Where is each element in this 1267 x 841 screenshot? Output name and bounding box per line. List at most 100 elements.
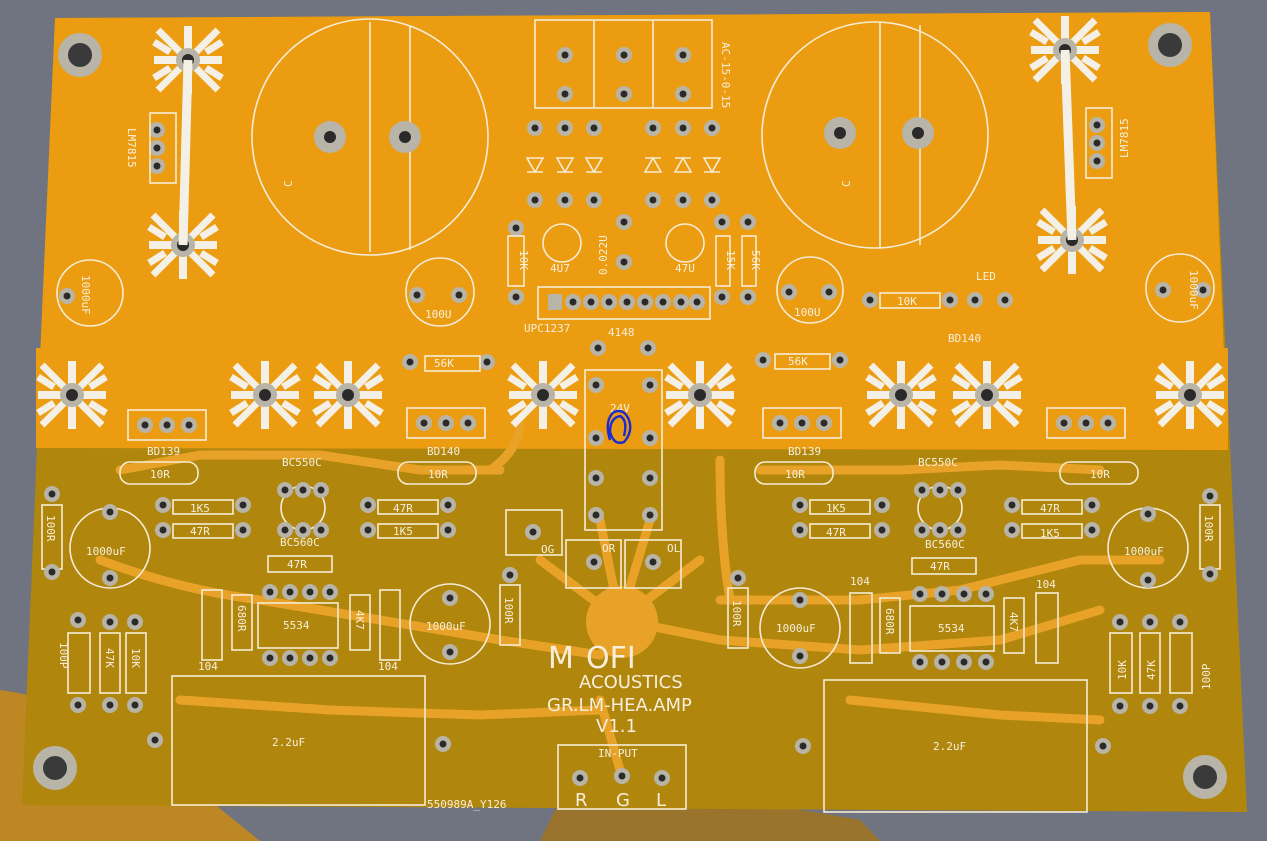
bd139-label-right: BD139 — [788, 445, 821, 458]
bd140-label-right-top: BD140 — [948, 332, 981, 345]
input-l-label: L — [656, 790, 666, 811]
resistor-47r-label-c: 47R — [287, 558, 307, 571]
resistor-100r-label-mid-left: 100R — [502, 597, 515, 624]
resistor-100r-label-right: 100R — [1202, 515, 1215, 542]
heatsink-pad-icon — [953, 361, 1021, 429]
input-header-label: IN-PUT — [598, 747, 638, 760]
ic-5534-label-left: 5534 — [283, 619, 310, 632]
resistor-47r-label-b: 47R — [393, 502, 413, 515]
cap-1000uf-label-bl: 1000uF — [86, 545, 126, 558]
resistor-1k5-label-b: 1K5 — [393, 525, 413, 538]
resistor-47r-label-d: 47R — [826, 526, 846, 539]
output-ol-label: OL — [667, 542, 681, 555]
upc1237-pins — [548, 294, 705, 310]
cap-47u-label: 47U — [675, 262, 695, 275]
mounting-hole-icon — [58, 33, 102, 77]
board-name: GR.LM-HEA.AMP — [547, 695, 692, 716]
cap-100p-label-right: 100P — [1200, 663, 1213, 690]
cap-100u-label-right: 100U — [794, 306, 821, 319]
board-version: V1.1 — [596, 716, 637, 737]
brand-ofi: OFI — [586, 641, 636, 676]
resistor-1k5-label-c: 1K5 — [826, 502, 846, 515]
cap-104-label-c: 104 — [850, 575, 870, 588]
branding: M OFI ACOUSTICS GR.LM-HEA.AMP V1.1 IN-PU… — [427, 641, 692, 811]
resistor-1k5-label-d: 1K5 — [1040, 527, 1060, 540]
resistor-4k7-label-left: 4K7 — [353, 610, 366, 630]
relay-footprint — [584, 369, 663, 531]
cap-1000u-label-left: 1000uF — [79, 275, 92, 315]
cap-1000uf-label-br: 1000uF — [1124, 545, 1164, 558]
resistor-47k-label-right: 47K — [1145, 660, 1158, 680]
ac-connector — [534, 19, 713, 109]
heatsink-pad-icon — [1156, 361, 1224, 429]
led-label: LED — [976, 270, 996, 283]
resistor-100r-label-left: 100R — [44, 515, 57, 542]
resistor-680r-label-left: 680R — [235, 605, 248, 632]
resistor-10k-led-label: 10K — [897, 295, 917, 308]
cap-100p-label-left: 100P — [57, 642, 70, 669]
cap-104-label-a: 104 — [198, 660, 218, 673]
resistor-56k-label-left: 56K — [434, 357, 454, 370]
mounting-hole-icon — [33, 746, 77, 790]
resistor-10r-label-b: 10R — [428, 468, 448, 481]
board-serial: 550989A_Y126 — [427, 798, 506, 811]
heatsink-pad-icon — [666, 361, 734, 429]
scribble-mark-icon — [606, 409, 632, 445]
cap-104-label-b: 104 — [378, 660, 398, 673]
brand-m: M — [548, 641, 574, 676]
mounting-hole-icon — [1183, 755, 1227, 799]
resistor-47k-label-left: 47K — [103, 648, 116, 668]
bc560c-label-right: BC560C — [925, 538, 965, 551]
bd140-label-left: BD140 — [427, 445, 460, 458]
resistor-47r-label-a: 47R — [190, 525, 210, 538]
cap-22uf-label-right: 2.2uF — [933, 740, 966, 753]
bd139-label-left: BD139 — [147, 445, 180, 458]
resistor-10k-label-bl: 10K — [129, 648, 142, 668]
mounting-hole-icon — [1148, 23, 1192, 67]
resistor-47r-label-e: 47R — [1040, 502, 1060, 515]
ground-star — [586, 586, 658, 658]
resistor-56k-label-top: 56K — [749, 250, 762, 270]
diode-bridge — [525, 120, 722, 208]
bc550c-label-right: BC550C — [918, 456, 958, 469]
cap-4u7-label: 4U7 — [550, 262, 570, 275]
resistor-15k-label: 15K — [724, 250, 737, 270]
resistor-10k-label-br: 10K — [1116, 660, 1129, 680]
heatsink-pad-icon — [509, 361, 577, 429]
resistor-680r-label-right: 680R — [883, 608, 896, 635]
brand-acoustics: ACOUSTICS — [579, 672, 683, 693]
heatsink-pad-icon — [867, 361, 935, 429]
output-og-label: OG — [541, 543, 554, 556]
bc560c-label-left: BC560C — [280, 536, 320, 549]
cap-0022u-label: 0.022U — [597, 235, 610, 275]
resistor-56k-label-right: 56K — [788, 355, 808, 368]
heatsink-pad-icon — [38, 361, 106, 429]
cap-1000u-label-right: 1000uF — [1187, 270, 1200, 310]
output-or-label: OR — [602, 542, 616, 555]
resistor-1k5-label-a: 1K5 — [190, 502, 210, 515]
diode-4148-label: 4148 — [608, 326, 635, 339]
bc550c-label-left: BC550C — [282, 456, 322, 469]
resistor-4k7-label-right: 4K7 — [1007, 612, 1020, 632]
cap-1000uf-label-ml: 1000uF — [426, 620, 466, 633]
regulator-label-right: LM7815 — [1118, 118, 1131, 158]
cap-104-label-d: 104 — [1036, 578, 1056, 591]
ic-upc1237-label: UPC1237 — [524, 322, 570, 335]
big-cap-label-right: C — [840, 180, 853, 187]
resistor-10r-label-d: 10R — [1090, 468, 1110, 481]
resistor-10k-label: 10K — [517, 250, 530, 270]
regulator-label-left: LM7815 — [125, 128, 138, 168]
heatsink-pad-icon — [314, 361, 382, 429]
ac-connector-label: AC-15-0-15 — [719, 42, 732, 108]
cap-22uf-label-left: 2.2uF — [272, 736, 305, 749]
heatsink-pad-icon — [231, 361, 299, 429]
cap-1000uf-label-mr: 1000uF — [776, 622, 816, 635]
input-r-label: R — [575, 790, 588, 811]
resistor-10r-label-a: 10R — [150, 468, 170, 481]
cap-100u-label-left: 100U — [425, 308, 452, 321]
diode-symbol-icon — [525, 156, 722, 174]
resistor-47r-label-f: 47R — [930, 560, 950, 573]
ic-5534-label-right: 5534 — [938, 622, 965, 635]
input-g-label: G — [616, 790, 630, 811]
